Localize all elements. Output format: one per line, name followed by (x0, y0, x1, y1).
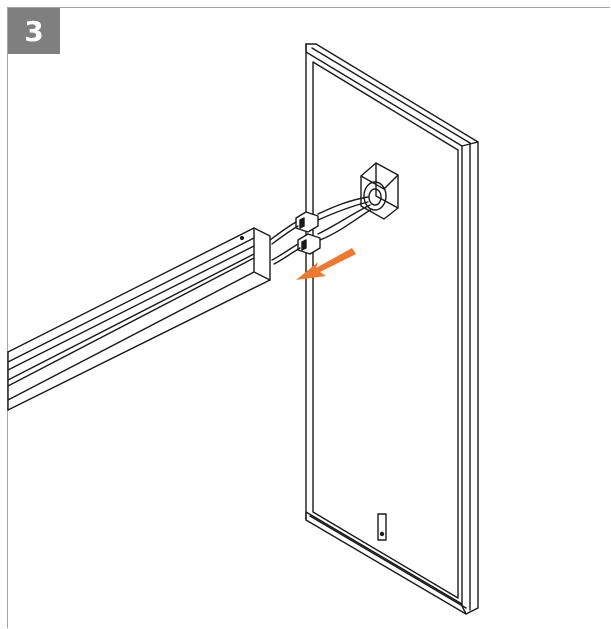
direction-arrow (296, 248, 356, 280)
panel-top-bevel (311, 47, 471, 144)
sensor-window (377, 513, 387, 541)
mirror-panel (305, 43, 479, 615)
light-bar (7, 227, 271, 411)
connectors (269, 211, 321, 265)
light-bar-top-ridge (7, 237, 255, 363)
cable-lower-b (319, 208, 373, 241)
junction-box-hole-inner (368, 188, 382, 206)
cable-upper-a (317, 196, 369, 215)
arrow-left-down-icon (296, 248, 356, 280)
light-bar-channel-1 (7, 245, 255, 371)
panel-bottom-edge (305, 511, 463, 605)
light-bar-body (7, 227, 271, 411)
panel-right-edge (461, 145, 467, 615)
panel-bottom-bevel (309, 515, 467, 609)
panel-inner-frame (312, 61, 459, 599)
cable-lower-a (317, 204, 371, 235)
wire-lower-2 (273, 247, 301, 265)
step-number: 3 (24, 14, 44, 48)
junction-box-hole (363, 181, 387, 211)
junction-box (360, 162, 399, 220)
light-bar-bottom-edge (7, 271, 255, 401)
light-bar-channel-2 (7, 253, 255, 381)
light-bar-screw (239, 235, 245, 241)
light-bar-channel-3 (7, 257, 255, 387)
connector-upper-latch (299, 217, 305, 229)
connector-lower-latch (301, 239, 307, 251)
step-number-badge: 3 (8, 8, 60, 54)
junction-box-face (375, 162, 399, 209)
step-frame (7, 7, 610, 628)
cables (317, 196, 373, 241)
wire-upper (269, 221, 297, 241)
wire-upper-2 (271, 225, 299, 245)
cable-upper-b (317, 201, 369, 221)
wire-lower (271, 243, 299, 261)
sensor-dot (379, 531, 385, 537)
